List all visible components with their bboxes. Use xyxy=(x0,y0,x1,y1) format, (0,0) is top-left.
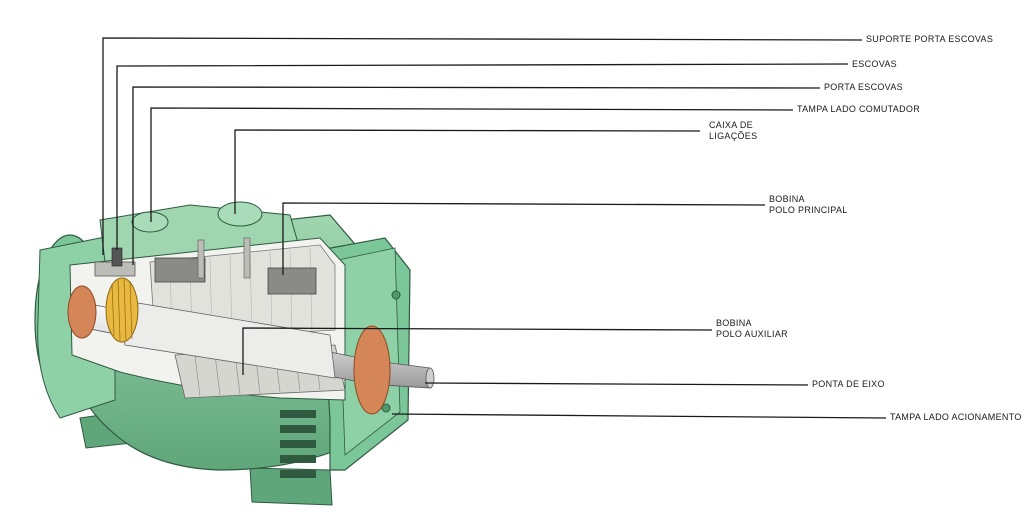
label-bobina-polo-principal: BOBINA POLO PRINCIPAL xyxy=(769,194,848,215)
terminal-box-boss-1 xyxy=(131,211,169,233)
label-escovas: ESCOVAS xyxy=(852,59,897,69)
leader-tampa-lado-comutador xyxy=(150,107,794,222)
commutator xyxy=(105,277,139,343)
commutator-segments xyxy=(111,278,133,342)
label-porta-escovas: PORTA ESCOVAS xyxy=(824,82,903,92)
label-ponta-de-eixo: PONTA DE EIXO xyxy=(812,379,885,389)
label-tampa-lado-comutador: TAMPA LADO COMUTADOR xyxy=(797,104,921,114)
ventilation-louvres xyxy=(280,410,316,478)
label-suporte-porta-escovas: SUPORTE PORTA ESCOVAS xyxy=(866,34,994,44)
main-pole-coil xyxy=(267,267,317,295)
brush xyxy=(111,247,123,267)
leader-bobina-polo-principal xyxy=(282,202,766,275)
leader-caixa-de-ligacoes xyxy=(234,129,701,214)
bearing-commutator-side xyxy=(67,285,97,339)
leader-porta-escovas xyxy=(132,86,821,265)
label-caixa-de-ligacoes: CAIXA DE LIGAÇÕES xyxy=(709,120,758,141)
leader-escovas xyxy=(116,63,849,250)
label-bobina-polo-auxiliar: BOBINA POLO AUXILIAR xyxy=(716,318,788,339)
main-pole-coil-2 xyxy=(154,257,206,283)
shield-bolt-lower xyxy=(381,403,391,413)
bearing-drive-side xyxy=(353,325,391,415)
leader-bobina-polo-auxiliar xyxy=(242,327,713,375)
motor-body xyxy=(34,201,435,506)
terminal-box-boss-2 xyxy=(217,201,263,227)
pole-bolt-2 xyxy=(243,237,251,279)
leader-tampa-lado-acionamento xyxy=(391,413,887,419)
leader-lines xyxy=(102,37,887,419)
leader-ponta-de-eixo xyxy=(424,382,809,386)
shield-bolt xyxy=(391,290,401,300)
label-tampa-lado-acionamento: TAMPA LADO ACIONAMENTO xyxy=(890,412,1022,422)
pole-bolt-1 xyxy=(197,239,205,279)
shaft-end xyxy=(425,367,435,389)
leader-suporte-porta-escovas xyxy=(102,37,863,255)
